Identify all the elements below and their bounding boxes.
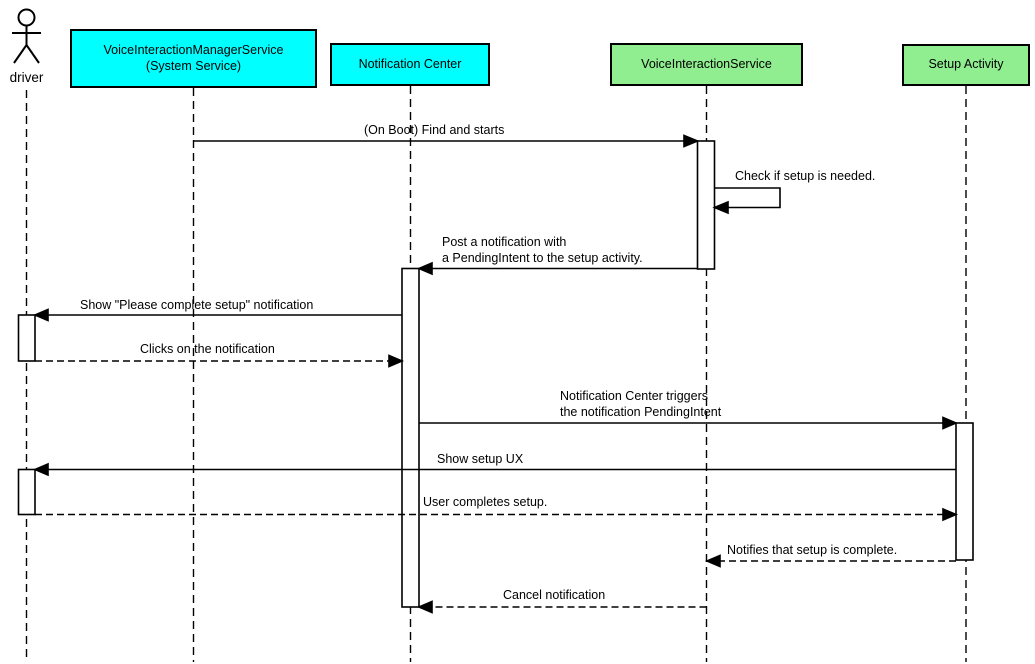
arrow-trigger-pendingintent [419, 416, 959, 430]
message-user-completes-setup-label: User completes setup. [423, 495, 548, 509]
arrow-cancel-notification [416, 600, 707, 614]
activation-bars [17, 140, 974, 608]
message-arrows [32, 134, 959, 614]
activation-bar-notification-center [401, 267, 420, 608]
message-cancel-notification-label: Cancel notification [503, 588, 606, 602]
activation-bar-setup-activity [955, 422, 974, 561]
participant-voiceinteractionmanagerservice: VoiceInteractionManagerService (System S… [70, 29, 317, 88]
arrow-post-notification [416, 261, 698, 276]
arrow-show-notification [32, 308, 402, 322]
arrow-click-notification [35, 354, 405, 368]
arrow-find-and-starts [193, 134, 700, 148]
participant-setup-activity: Setup Activity [902, 44, 1030, 86]
activation-bar-voiceinteractionservice [696, 140, 716, 270]
actor-icon [12, 8, 41, 64]
activation-bar-driver-2 [17, 468, 36, 516]
message-trigger-pendingintent-label: Notification Center triggers the notific… [560, 389, 722, 419]
activation-bar-driver-1 [17, 314, 36, 362]
participant-notification-center: Notification Center [330, 43, 490, 86]
actor-label: driver [9, 70, 44, 85]
message-setup-complete-label: Notifies that setup is complete. [727, 543, 898, 557]
message-click-notification-label: Clicks on the notification [140, 342, 275, 356]
arrow-show-setup-ux [32, 462, 956, 477]
message-find-and-starts-label: (On Boot) Find and starts [364, 123, 505, 137]
message-post-notification-label: Post a notification with a PendingIntent… [442, 235, 643, 265]
message-check-setup-label: Check if setup is needed. [735, 169, 876, 183]
participant-voiceinteractionservice: VoiceInteractionService [610, 43, 803, 86]
arrow-check-setup-self [712, 187, 781, 215]
message-show-notification-label: Show "Please complete setup" notificatio… [80, 298, 314, 312]
message-show-setup-ux-label: Show setup UX [437, 452, 524, 466]
arrow-setup-complete [704, 554, 956, 568]
arrow-user-completes-setup [35, 507, 959, 522]
